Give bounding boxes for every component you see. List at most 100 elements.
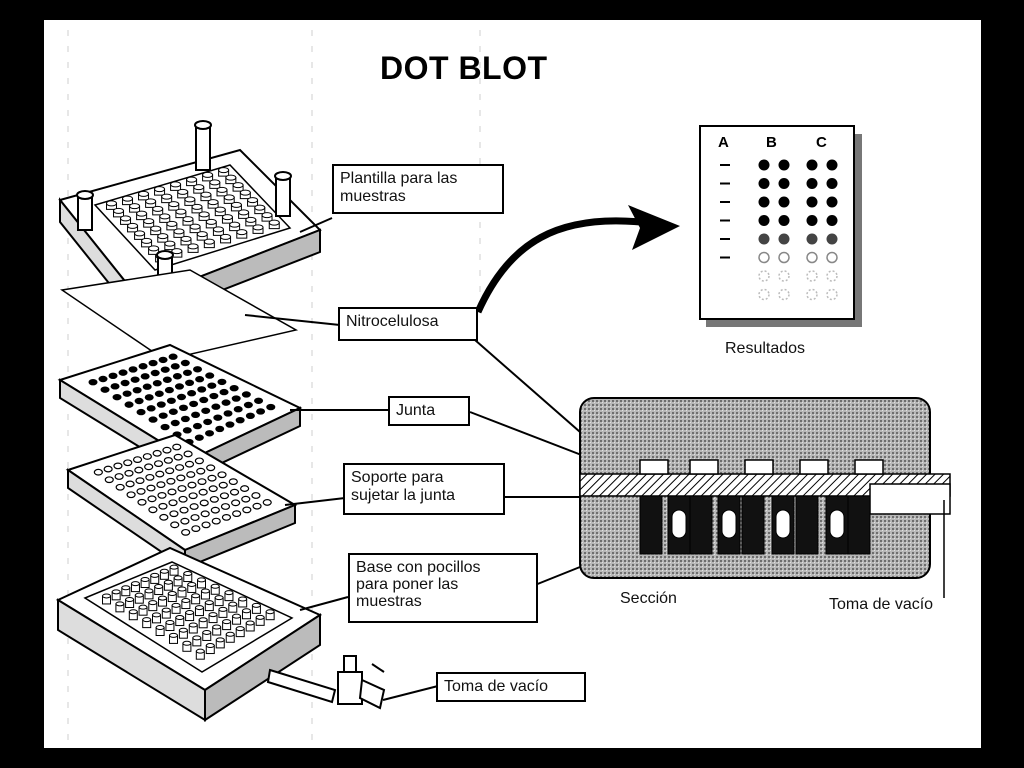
template-well-top — [161, 193, 173, 200]
base-well-top — [163, 579, 173, 585]
template-well-top — [245, 216, 257, 223]
support-hole — [142, 453, 152, 460]
gasket-hole — [193, 366, 203, 373]
support-hole — [211, 517, 221, 525]
base-well-top — [155, 625, 165, 631]
gasket-hole — [170, 363, 180, 370]
template-well-top — [113, 207, 125, 214]
gasket-hole — [205, 372, 215, 379]
gasket-hole — [217, 378, 227, 386]
support-hole — [124, 469, 134, 477]
support-hole — [168, 499, 178, 507]
template-well-top — [252, 224, 264, 231]
base-well-top — [138, 604, 148, 610]
gasket-hole — [219, 388, 229, 396]
base-well-top — [210, 583, 220, 589]
base-well-top — [195, 648, 205, 654]
template-well-top — [212, 226, 224, 233]
label-base: Base con pocillos para poner las muestra… — [348, 553, 538, 623]
gasket-hole — [182, 369, 192, 376]
column-a-label: A — [718, 134, 729, 151]
template-well-top — [175, 208, 187, 215]
gasket-hole — [170, 419, 180, 427]
section-tube — [721, 509, 737, 539]
label-soporte: Soporte para sujetar la junta — [343, 463, 505, 515]
section-well — [847, 495, 871, 555]
gasket-hole — [130, 376, 140, 383]
template-well-top — [209, 179, 221, 186]
template-well-top — [150, 225, 162, 232]
gasket-hole — [180, 415, 190, 423]
gasket-hole — [140, 373, 150, 380]
template-well-top — [196, 231, 208, 238]
result-dot — [806, 159, 818, 171]
gasket-hole — [256, 408, 266, 415]
support-hole — [178, 495, 188, 503]
support-hole — [262, 499, 272, 506]
support-hole — [181, 528, 191, 536]
support-hole — [229, 488, 240, 496]
support-hole — [201, 521, 211, 529]
gasket-hole — [189, 400, 199, 408]
support-hole — [188, 492, 198, 500]
template-well-top — [154, 186, 166, 193]
base-well-top — [188, 622, 198, 628]
result-dot — [826, 159, 838, 171]
template-well-top — [152, 205, 164, 212]
support-hole — [153, 460, 164, 468]
label-junta: Junta — [388, 396, 470, 426]
support-hole — [103, 465, 113, 473]
support-hole — [242, 506, 252, 514]
support-hole — [137, 498, 147, 506]
result-dot — [806, 233, 818, 245]
support-hole — [190, 514, 200, 521]
gasket-hole — [199, 396, 209, 404]
gasket-hole — [158, 356, 168, 364]
support-hole — [158, 502, 168, 510]
result-dot — [758, 159, 770, 171]
support-hole — [184, 460, 195, 468]
template-well-top — [214, 206, 226, 213]
label-toma-vacio-right: Toma de vacío — [829, 596, 934, 613]
well-base — [55, 546, 386, 722]
template-well-top — [207, 199, 219, 206]
template-well-top — [120, 215, 132, 222]
base-well-top — [202, 629, 212, 635]
base-well-top — [214, 595, 224, 601]
gasket-hole — [182, 427, 192, 434]
gasket-hole — [148, 416, 158, 423]
template-well-top — [261, 212, 273, 219]
template-well-top — [138, 190, 150, 197]
result-dot — [758, 270, 770, 282]
support-hole — [231, 499, 241, 507]
result-dot — [758, 178, 770, 189]
support-hole — [176, 474, 186, 482]
base-well-top — [150, 572, 160, 578]
support-hole — [162, 446, 172, 454]
result-dot — [806, 288, 818, 301]
gasket-hole — [197, 386, 207, 393]
template-well-top — [122, 195, 134, 202]
section-plug — [744, 459, 774, 475]
section-tube — [775, 509, 791, 539]
base-well-top — [218, 606, 228, 612]
template-well-top — [134, 230, 146, 237]
gasket-hole — [168, 353, 178, 360]
support-hole — [189, 503, 199, 510]
base-well-top — [128, 609, 138, 615]
gasket-hole — [225, 421, 235, 428]
gasket-hole — [160, 366, 170, 373]
support-hole — [132, 456, 143, 464]
base-well-top — [161, 607, 171, 613]
base-well-top — [265, 609, 275, 615]
base-well-top — [181, 598, 191, 604]
support-hole — [198, 488, 208, 496]
label-nitrocelulosa: Nitrocelulosa — [338, 307, 478, 341]
gasket-hole — [110, 383, 120, 390]
result-dot — [806, 251, 818, 264]
result-dot — [778, 215, 790, 226]
page-title: DOT BLOT — [380, 50, 548, 86]
result-dot — [778, 233, 790, 245]
